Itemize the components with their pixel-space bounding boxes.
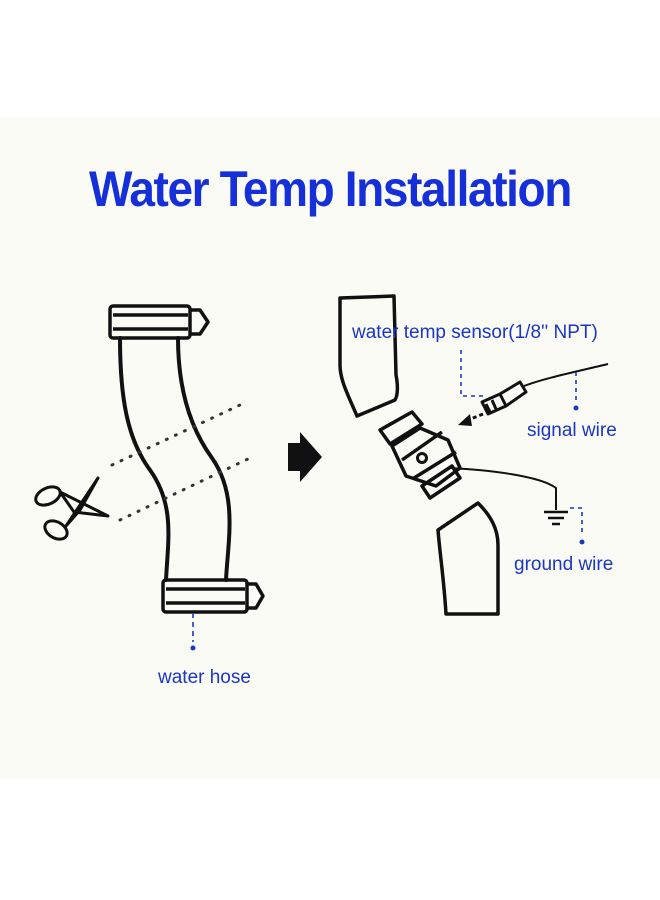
sensor-leader-line [460, 350, 484, 397]
signal-wire-line [523, 363, 609, 387]
sensor-icon [480, 380, 528, 416]
scissors-icon [34, 476, 110, 541]
sensor-adapter [378, 410, 462, 500]
water-hose [118, 336, 232, 582]
water-hose-label: water hose [158, 667, 251, 688]
sensor-label: water temp sensor(1/8'' NPT) [352, 322, 598, 343]
bottom-hose-clamp [161, 578, 265, 614]
lower-cut-hose [436, 501, 500, 616]
cut-lines [110, 403, 252, 522]
ground-wire-label: ground wire [514, 554, 614, 575]
ground-wire-line [449, 467, 557, 510]
signal-wire-label: signal wire [527, 420, 617, 441]
signal-leader-line [573, 372, 579, 411]
hose-leader-line [190, 613, 196, 651]
top-hose-clamp [108, 304, 210, 340]
ground-leader-line [570, 507, 585, 545]
upper-cut-hose [338, 294, 400, 418]
diagram-panel [0, 118, 660, 778]
arrow-right-icon [288, 432, 322, 482]
page-title: Water Temp Installation [89, 161, 572, 217]
ground-symbol-icon [544, 510, 568, 526]
install-arrow [458, 412, 484, 426]
